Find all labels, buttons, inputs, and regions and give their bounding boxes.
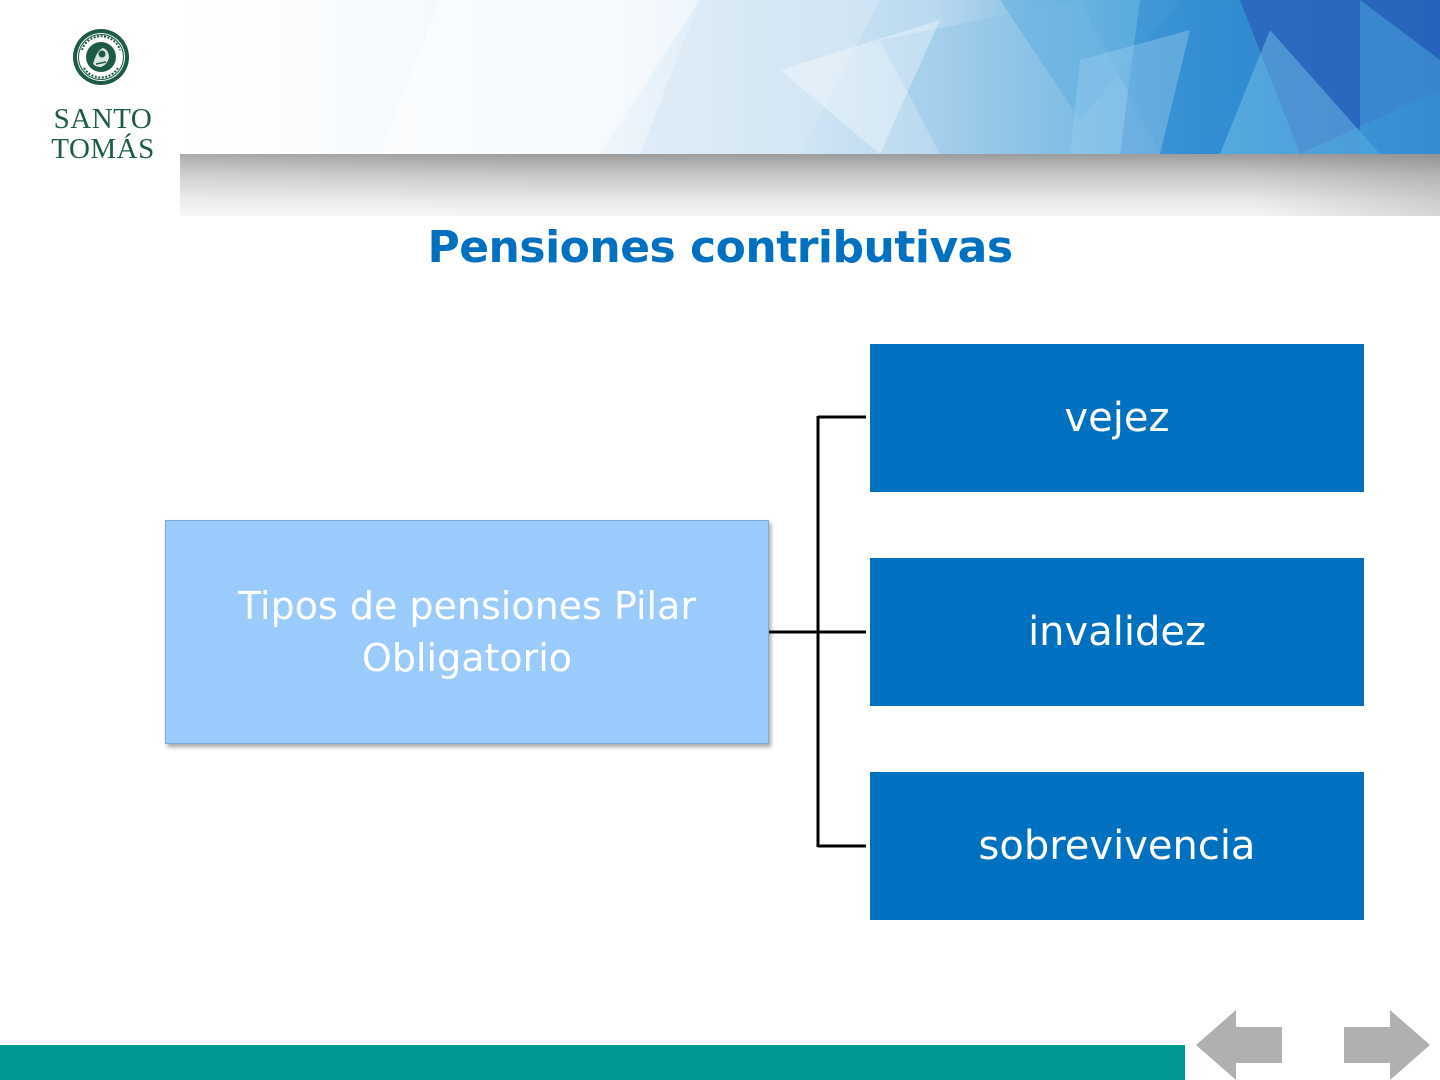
- header-gray-band: [180, 154, 1440, 216]
- banner-pattern: [180, 0, 1440, 154]
- root-node-label: Tipos de pensiones Pilar Obligatorio: [237, 584, 697, 680]
- seal-icon: [73, 29, 129, 85]
- child-node-invalidez: invalidez: [870, 558, 1364, 706]
- child-node-label: sobrevivencia: [978, 823, 1256, 869]
- child-node-label: invalidez: [1028, 609, 1206, 655]
- arrow-left-icon[interactable]: [1196, 1010, 1284, 1080]
- logo-line-2: TOMÁS: [51, 133, 155, 165]
- child-node-label: vejez: [1064, 395, 1170, 441]
- header-banner: [180, 0, 1440, 154]
- arrow-right-icon[interactable]: [1342, 1010, 1430, 1080]
- logo: SANTO TOMÁS: [0, 0, 180, 216]
- child-node-sobrevivencia: sobrevivencia: [870, 772, 1364, 920]
- logo-wordmark: SANTO TOMÁS: [38, 104, 168, 164]
- page-title: Pensiones contributivas: [427, 222, 1013, 273]
- child-node-vejez: vejez: [870, 344, 1364, 492]
- footer-bar: [0, 1045, 1185, 1080]
- root-node: Tipos de pensiones Pilar Obligatorio: [165, 520, 769, 744]
- logo-line-1: SANTO: [53, 103, 153, 135]
